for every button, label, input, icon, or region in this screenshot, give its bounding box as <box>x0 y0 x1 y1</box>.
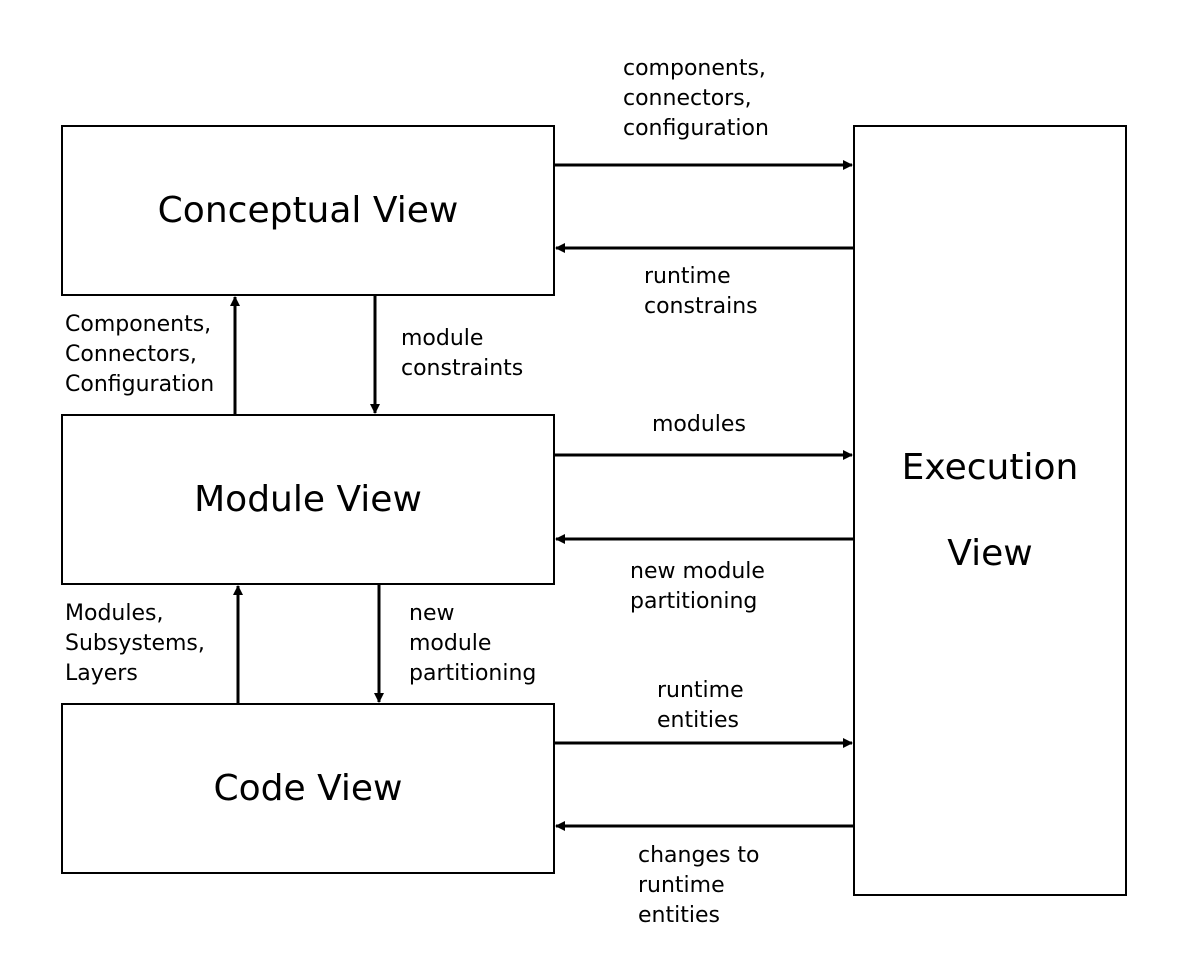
execution-view-box: Execution View <box>853 125 1127 896</box>
conceptual-view-title: Conceptual View <box>157 189 459 231</box>
label-code-to-execution: runtime entities <box>657 678 744 733</box>
label-execution-to-code: changes to runtime entities <box>638 843 760 928</box>
code-view-title: Code View <box>213 767 403 809</box>
label-conceptual-to-execution: components, connectors, configuration <box>623 56 769 141</box>
code-view-box: Code View <box>61 703 555 874</box>
label-module-to-execution: modules <box>652 412 746 437</box>
execution-view-title-line1: Execution <box>901 447 1079 489</box>
conceptual-view-box: Conceptual View <box>61 125 555 296</box>
module-view-title: Module View <box>194 478 422 520</box>
label-execution-to-conceptual: runtime constrains <box>644 264 758 319</box>
module-view-box: Module View <box>61 414 555 585</box>
execution-view-title: Execution View <box>902 446 1079 574</box>
label-conceptual-to-module: module constraints <box>401 326 524 381</box>
execution-view-title-line2: View <box>947 532 1033 574</box>
label-module-to-conceptual: Components, Connectors, Configuration <box>65 312 215 397</box>
label-execution-to-module: new module partitioning <box>630 559 765 614</box>
label-module-to-code: new module partitioning <box>409 601 537 686</box>
label-code-to-module: Modules, Subsystems, Layers <box>65 601 205 686</box>
